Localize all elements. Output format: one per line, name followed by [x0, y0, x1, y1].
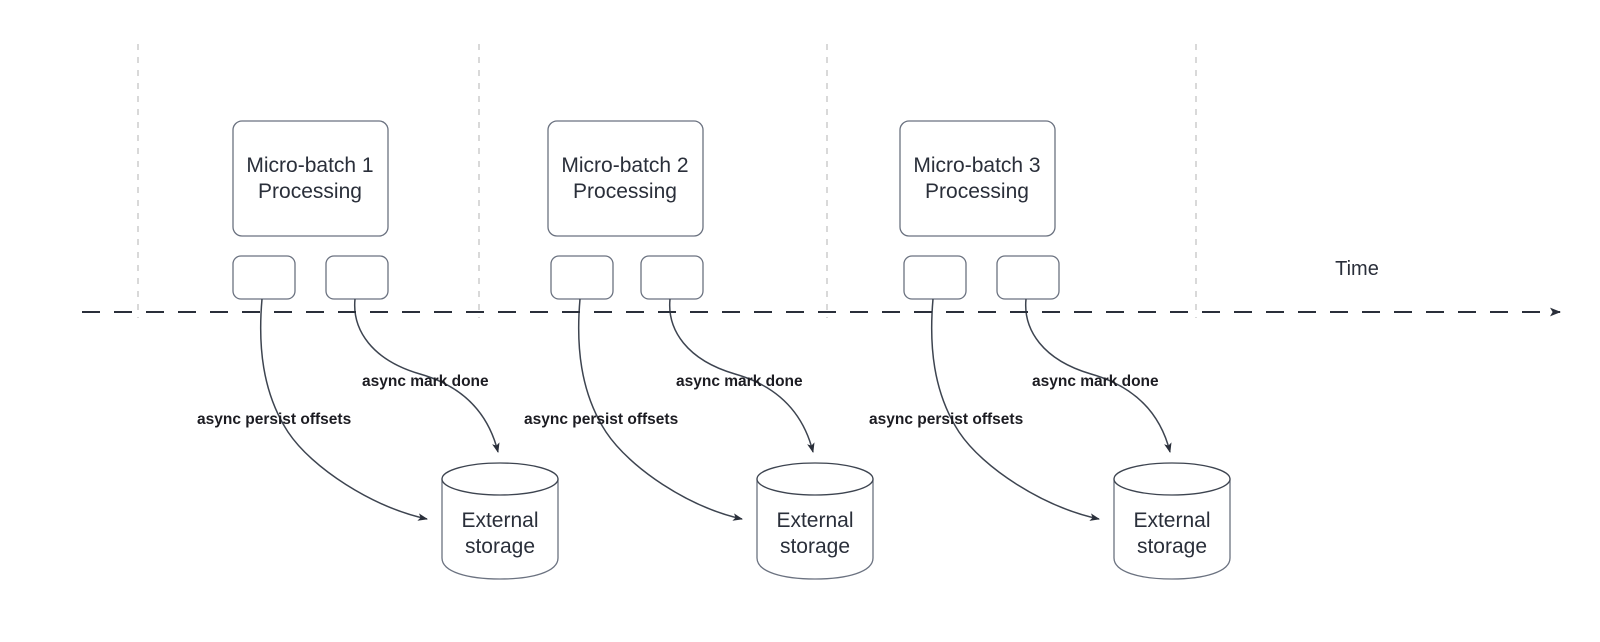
group-1-storage-label-line2: storage: [465, 535, 535, 558]
group-2-mark-done-edge: [669, 298, 815, 453]
group-3-persist-offsets-edge: [930, 298, 1100, 521]
group-2-storage-label-line2: storage: [780, 535, 850, 558]
timeline-axis-label: Time: [1335, 258, 1379, 280]
micro-batch-3-box[interactable]: [899, 120, 1056, 237]
group-3-external-storage[interactable]: External storage: [1113, 462, 1231, 580]
group-2-storage-label-line1: External: [776, 509, 853, 532]
group-1-mark-done-label: async mark done: [362, 373, 489, 390]
micro-batch-1-label-line1: Micro-batch 1: [246, 154, 373, 177]
micro-batch-2-box[interactable]: [547, 120, 704, 237]
group-3-mark-done-edge: [1025, 298, 1172, 453]
group-2-persist-offsets-edge: [577, 298, 743, 521]
group-1-storage-label-line1: External: [461, 509, 538, 532]
group-2-mark-done-label: async mark done: [676, 373, 803, 390]
micro-batch-2-label-line1: Micro-batch 2: [561, 154, 688, 177]
micro-batch-2-label-line2: Processing: [573, 180, 677, 203]
micro-batch-1-label-line2: Processing: [258, 180, 362, 203]
group-1-external-storage[interactable]: External storage: [441, 462, 559, 580]
group-3-task-box-left[interactable]: [903, 255, 967, 300]
group-1-persist-offsets-edge: [259, 298, 428, 521]
micro-batch-1-box[interactable]: [232, 120, 389, 237]
group-2-persist-offsets-label: async persist offsets: [524, 411, 678, 428]
group-3: Micro-batch 3 Processing External storag…: [869, 120, 1231, 580]
group-3-storage-label-line1: External: [1133, 509, 1210, 532]
group-1-task-box-left[interactable]: [232, 255, 296, 300]
micro-batch-3-label-line1: Micro-batch 3: [913, 154, 1040, 177]
group-2-task-box-left[interactable]: [550, 255, 614, 300]
group-3-storage-label-line2: storage: [1137, 535, 1207, 558]
group-3-mark-done-label: async mark done: [1032, 373, 1159, 390]
group-1-task-box-right[interactable]: [325, 255, 389, 300]
group-1-mark-done-edge: [354, 298, 500, 453]
group-1: Micro-batch 1 Processing External storag…: [197, 120, 559, 580]
micro-batch-3-label-line2: Processing: [925, 180, 1029, 203]
group-2: Micro-batch 2 Processing External storag…: [524, 120, 874, 580]
group-3-persist-offsets-label: async persist offsets: [869, 411, 1023, 428]
group-2-external-storage[interactable]: External storage: [756, 462, 874, 580]
group-1-persist-offsets-label: async persist offsets: [197, 411, 351, 428]
group-2-task-box-right[interactable]: [640, 255, 704, 300]
group-3-task-box-right[interactable]: [996, 255, 1060, 300]
